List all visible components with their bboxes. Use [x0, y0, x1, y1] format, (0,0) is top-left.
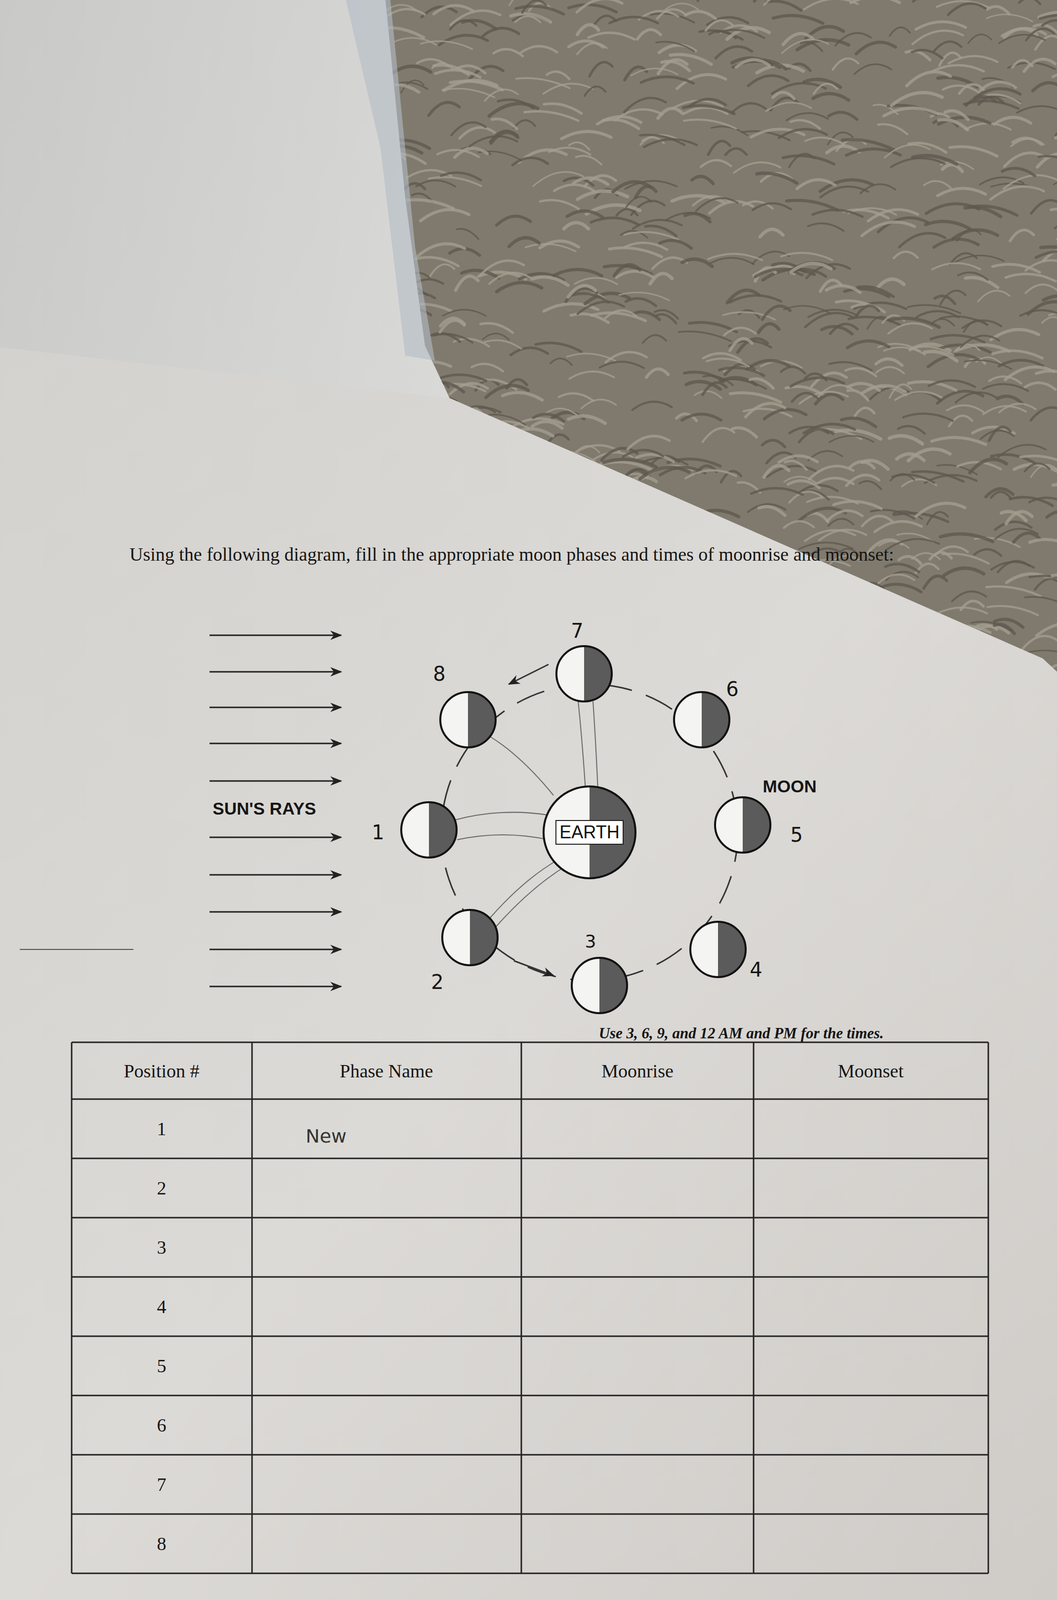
sun-ray-arrow	[209, 874, 341, 877]
table-rule	[987, 1042, 990, 1574]
pencil-line	[457, 835, 549, 841]
moon-lit-half	[440, 692, 468, 748]
table-rule	[71, 1454, 989, 1457]
moon-lit-half	[690, 922, 719, 978]
table-header: Moonrise	[601, 1060, 674, 1083]
moon-lit-half	[571, 958, 600, 1014]
moon-lit-half	[556, 646, 585, 702]
moon-lit-half	[674, 692, 702, 748]
sun-ray-arrow	[209, 837, 341, 839]
moon-dark-half	[584, 646, 612, 702]
moon-dark-half	[718, 922, 746, 978]
table-header: Phase Name	[339, 1060, 434, 1083]
table-rule	[71, 1099, 989, 1101]
moon-lit-half	[442, 910, 470, 966]
table-rule	[251, 1042, 254, 1574]
moon-symbol	[556, 646, 612, 702]
table-rule	[71, 1573, 989, 1575]
moon-lit-half	[715, 797, 743, 853]
callout-number: 3	[585, 931, 597, 952]
moon-outline	[571, 958, 628, 1014]
moon-outline	[442, 910, 498, 966]
moon-symbol	[571, 958, 628, 1014]
pencil-line	[489, 736, 554, 796]
table-rule	[71, 1514, 989, 1516]
moon-symbol	[440, 692, 496, 748]
table-rule	[71, 1158, 989, 1160]
earth-outline	[543, 786, 636, 879]
table-header: Position #	[123, 1060, 200, 1083]
moon-lit-half	[401, 802, 429, 858]
sun-ray-arrow	[209, 986, 341, 988]
row-number: 4	[157, 1296, 167, 1318]
moon-symbol	[442, 910, 498, 966]
worksheet-paper	[0, 347, 1057, 1600]
moon-symbol	[674, 692, 730, 748]
table-header: Moonset	[838, 1060, 904, 1083]
moon-label: MOON	[762, 776, 817, 797]
moon-dark-half	[467, 692, 496, 748]
callout-number: 6	[725, 677, 739, 701]
sun-ray-arrow	[209, 671, 341, 674]
moon-dark-half	[469, 910, 498, 966]
stray-mark	[19, 949, 134, 951]
handwritten-answer: New	[305, 1125, 347, 1148]
row-number: 1	[157, 1118, 167, 1141]
sun-rays-label: SUN'S RAYS	[212, 799, 316, 819]
cloth-shadow	[345, 0, 435, 361]
note: Use 3, 6, 9, and 12 AM and PM for the ti…	[598, 1024, 885, 1043]
callout-number: 8	[432, 662, 446, 686]
moon-dark-half	[701, 692, 730, 748]
row-number: 5	[157, 1355, 167, 1378]
sun-ray-arrow	[209, 743, 341, 745]
moon-outline	[401, 802, 457, 858]
moon-outline	[674, 692, 730, 748]
pencil-line	[489, 859, 559, 920]
answer-table	[71, 1042, 989, 1574]
moon-symbol	[690, 922, 746, 978]
sun-ray-arrow	[209, 949, 341, 951]
callout-number: 2	[430, 971, 444, 994]
moon-outline	[690, 922, 746, 978]
table-rule	[753, 1042, 755, 1574]
moon-symbol	[401, 802, 457, 858]
moon-outline	[440, 692, 496, 748]
earth-circle: EARTH	[541, 784, 638, 881]
sun-ray-arrow	[209, 634, 341, 637]
pencil-line	[454, 812, 549, 821]
row-number: 3	[157, 1236, 167, 1259]
moon-dark-half	[599, 958, 628, 1014]
pencil-line	[494, 864, 569, 930]
table-rule	[71, 1395, 989, 1397]
instructions: Using the following diagram, fill in the…	[129, 543, 901, 566]
table-rule	[71, 1276, 989, 1279]
moon-symbol	[715, 797, 771, 853]
table-rule	[71, 1336, 989, 1338]
moon-outline	[715, 797, 771, 853]
row-number: 6	[157, 1414, 167, 1437]
callout-number: 4	[749, 958, 762, 982]
moon-dark-half	[742, 797, 771, 853]
moon-outline	[556, 646, 612, 702]
orbit-arrow	[513, 961, 554, 976]
orbit-arrow	[508, 664, 549, 685]
earth-label: EARTH	[555, 820, 624, 846]
sun-ray-arrow	[209, 707, 341, 709]
moon-dark-half	[428, 802, 457, 858]
callout-number: 7	[570, 619, 584, 643]
sun-ray-arrow	[209, 911, 341, 914]
table-rule	[520, 1042, 523, 1574]
row-number: 7	[157, 1474, 167, 1496]
sun-ray-arrow	[209, 780, 341, 783]
callout-number: 1	[371, 821, 384, 845]
callout-number: 5	[790, 823, 803, 847]
table-rule	[71, 1042, 73, 1574]
pencil-line	[592, 701, 598, 791]
row-number: 8	[157, 1533, 167, 1556]
row-number: 2	[157, 1177, 167, 1200]
table-rule	[71, 1217, 989, 1220]
pencil-line	[578, 701, 586, 791]
